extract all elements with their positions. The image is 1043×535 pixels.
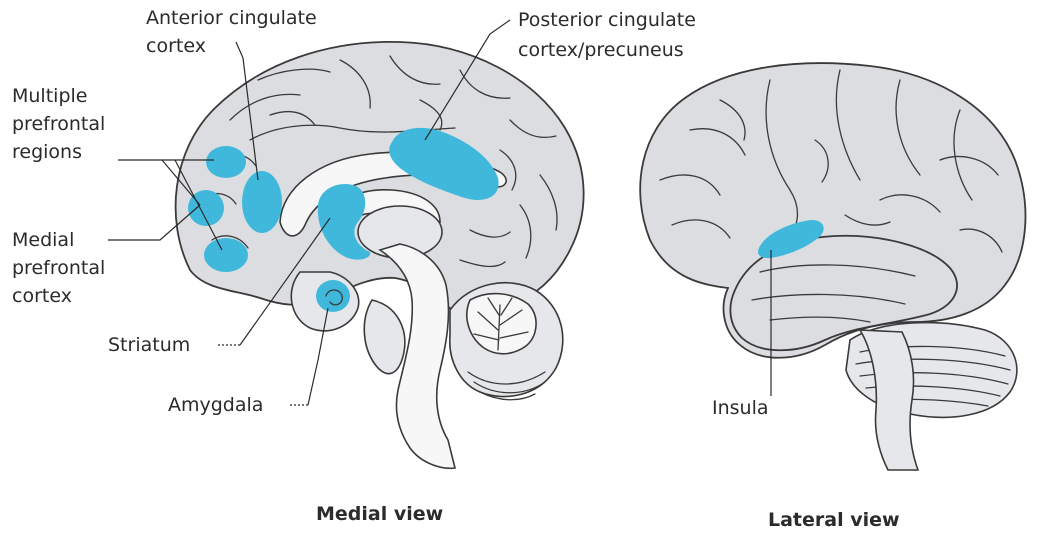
label-medial-prefrontal-line1: Medial <box>12 229 74 251</box>
medial-prefrontal-region <box>204 238 248 272</box>
lateral-brainstem <box>860 330 918 470</box>
label-multiple-prefrontal-line1: Multiple <box>12 85 87 107</box>
label-amygdala: Amygdala <box>168 394 263 416</box>
caption-medial-view: Medial view <box>316 503 443 525</box>
label-anterior-cingulate-line1: Anterior cingulate <box>146 7 317 29</box>
label-anterior-cingulate-line2: cortex <box>146 35 206 57</box>
prefrontal-region-1 <box>206 146 246 178</box>
label-multiple-prefrontal-line3: regions <box>12 141 82 163</box>
label-medial-prefrontal-line2: prefrontal <box>12 257 105 279</box>
label-medial-prefrontal-line3: cortex <box>12 285 72 307</box>
pons <box>364 300 405 374</box>
anterior-cingulate-region <box>242 171 282 233</box>
label-insula: Insula <box>712 397 769 419</box>
label-multiple-prefrontal-line2: prefrontal <box>12 113 105 135</box>
label-posterior-cingulate-line2: cortex/precuneus <box>518 39 684 61</box>
amygdala-region <box>316 280 350 312</box>
label-posterior-cingulate-line1: Posterior cingulate <box>518 9 696 31</box>
label-striatum: Striatum <box>108 334 190 356</box>
lateral-view-brain <box>640 63 1025 470</box>
caption-lateral-view: Lateral view <box>768 509 900 530</box>
medial-cerebrum-outline <box>176 42 584 318</box>
